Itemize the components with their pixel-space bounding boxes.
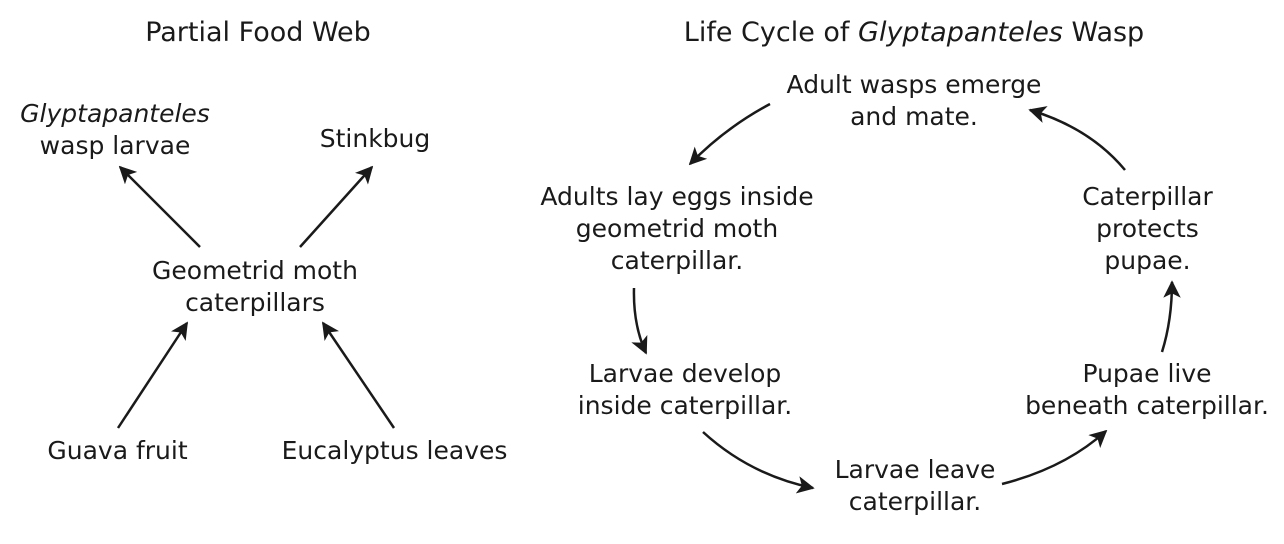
arrow-leave-to-pupae <box>1001 429 1108 486</box>
node-wasp-larvae-label: wasp larvae <box>39 131 191 160</box>
step-caterpillar-protects: Caterpillar protects pupae. <box>1055 181 1240 277</box>
node-eucalyptus: Eucalyptus leaves <box>262 435 527 467</box>
arrow-emerge-to-lay <box>688 102 771 166</box>
arrow-protect-to-emerge <box>1028 106 1126 171</box>
node-stinkbug: Stinkbug <box>290 123 460 155</box>
step-pupae-live-line2: beneath caterpillar. <box>1025 391 1269 420</box>
step-larvae-leave: Larvae leave caterpillar. <box>810 454 1020 518</box>
arrow-guava-to-caterpillar <box>116 321 189 429</box>
step-lay-eggs-line3: caterpillar. <box>610 246 744 275</box>
step-lay-eggs: Adults lay eggs inside geometrid moth ca… <box>522 181 832 277</box>
arrow-develop-to-leave <box>702 431 815 494</box>
step-pupae-live-line1: Pupae live <box>1082 359 1212 388</box>
step-lay-eggs-line1: Adults lay eggs inside <box>540 182 814 211</box>
node-guava-label: Guava fruit <box>47 436 188 465</box>
step-adults-emerge-line2: and mate. <box>850 102 978 131</box>
step-adults-emerge-line1: Adult wasps emerge <box>786 70 1042 99</box>
step-caterpillar-protects-line2: protects <box>1096 214 1199 243</box>
step-larvae-leave-line2: caterpillar. <box>848 487 982 516</box>
arrow-caterpillar-to-stinkbug <box>299 165 374 248</box>
node-stinkbug-label: Stinkbug <box>319 124 431 153</box>
node-caterpillars-line2: caterpillars <box>185 288 325 317</box>
life-cycle-title: Life Cycle of Glyptapanteles Wasp <box>614 16 1214 50</box>
arrow-caterpillar-to-wasp <box>118 165 201 248</box>
step-lay-eggs-line2: geometrid moth <box>575 214 779 243</box>
step-larvae-develop-line2: inside caterpillar. <box>577 391 793 420</box>
step-larvae-develop-line1: Larvae develop <box>588 359 782 388</box>
life-cycle-title-prefix: Life Cycle of <box>683 17 859 48</box>
step-pupae-live: Pupae live beneath caterpillar. <box>1010 358 1284 422</box>
arrow-eucalyptus-to-caterpillar <box>321 321 396 429</box>
life-cycle-title-suffix: Wasp <box>1062 17 1145 48</box>
node-wasp-larvae-genus: Glyptapanteles <box>20 99 210 128</box>
step-caterpillar-protects-line1: Caterpillar <box>1082 182 1213 211</box>
step-caterpillar-protects-line3: pupae. <box>1104 246 1191 275</box>
food-web-title: Partial Food Web <box>145 17 371 48</box>
arrow-pupae-to-protect <box>1160 280 1181 353</box>
step-adults-emerge: Adult wasps emerge and mate. <box>764 69 1064 133</box>
arrow-lay-to-develop <box>631 287 648 355</box>
node-wasp-larvae: Glyptapanteles wasp larvae <box>5 98 225 162</box>
step-larvae-develop: Larvae develop inside caterpillar. <box>550 358 820 422</box>
node-caterpillars-line1: Geometrid moth <box>152 256 358 285</box>
step-larvae-leave-line1: Larvae leave <box>834 455 996 484</box>
node-guava: Guava fruit <box>25 435 210 467</box>
life-cycle-title-genus: Glyptapanteles <box>858 17 1063 48</box>
node-caterpillars: Geometrid moth caterpillars <box>125 255 385 319</box>
node-eucalyptus-label: Eucalyptus leaves <box>281 436 508 465</box>
